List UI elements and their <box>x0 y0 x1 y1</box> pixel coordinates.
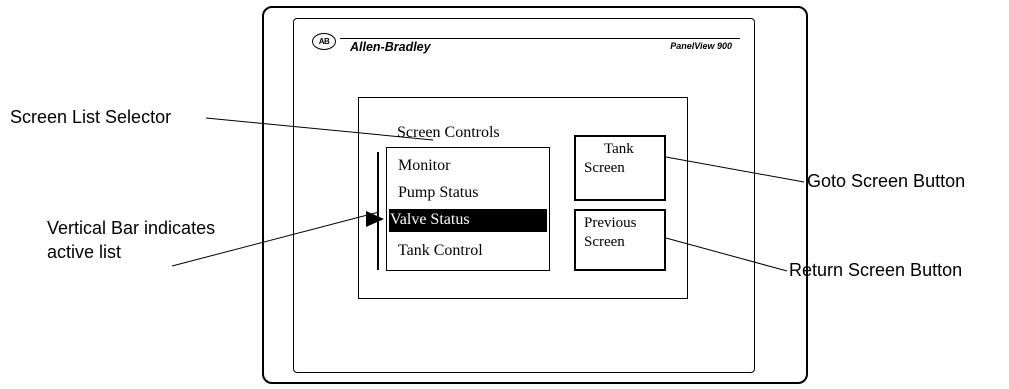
previous-screen-button[interactable]: Previous Screen <box>574 209 666 271</box>
label-screen-list-selector: Screen List Selector <box>10 107 172 127</box>
allen-bradley-logo: AB <box>312 33 336 50</box>
label-goto-screen-button: Goto Screen Button <box>807 171 966 191</box>
previous-button-line-2: Screen <box>584 234 625 250</box>
goto-screen-button[interactable]: Tank Screen <box>574 135 666 201</box>
leader-vertical-bar <box>171 211 380 267</box>
display-screen <box>358 97 688 299</box>
model-name: PanelView 900 <box>670 41 732 51</box>
panelview-bezel <box>262 6 808 384</box>
previous-button-line-1: Previous <box>584 215 637 231</box>
brand-divider <box>340 38 740 39</box>
list-item-monitor[interactable]: Monitor <box>398 157 451 174</box>
list-item-valve-status-selected[interactable]: Valve Status <box>389 209 547 232</box>
label-vertical-bar-line-1: Vertical Bar indicates <box>47 218 216 238</box>
label-return-screen-button: Return Screen Button <box>789 260 963 280</box>
list-item-tank-control[interactable]: Tank Control <box>398 242 483 259</box>
goto-button-line-2: Screen <box>584 160 625 176</box>
selection-arrow-icon <box>366 211 384 227</box>
screen-list-selector[interactable] <box>386 147 550 271</box>
label-vertical-bar-line-2: active list <box>47 242 122 262</box>
panelview-inner-frame <box>293 18 755 373</box>
leader-screen-list-selector <box>205 117 434 141</box>
list-item-pump-status[interactable]: Pump Status <box>398 184 479 201</box>
leader-return-screen-button <box>665 237 788 272</box>
goto-button-line-1: Tank <box>604 141 634 157</box>
leader-goto-screen-button <box>665 156 805 183</box>
brand-name: Allen-Bradley <box>350 40 431 54</box>
screen-controls-title: Screen Controls <box>397 124 500 141</box>
